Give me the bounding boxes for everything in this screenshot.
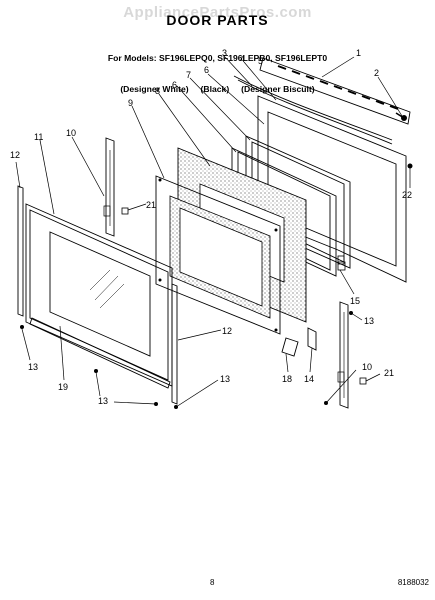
callout-5: 5 [258,56,263,66]
callout-18: 18 [282,374,292,384]
callout-2: 2 [374,68,379,78]
page-number: 8 [210,578,215,587]
bottom-trim-part [29,317,171,389]
callout-10-a: 10 [66,128,76,138]
clip-part-21-right [359,377,367,385]
hinge-bracket-part-18 [281,337,299,357]
watermark-text: AppliancePartsPros.com [123,4,312,21]
clip-part-21-left [121,207,129,215]
callout-6-b: 6 [172,80,177,90]
callout-15: 15 [350,296,360,306]
callout-13-d: 13 [364,316,374,326]
callout-7: 7 [186,70,191,80]
callout-labels: 1 2 3 4 5 6 6 7 8 9 10 10 11 12 12 13 13… [10,48,412,406]
callout-13-b: 13 [98,396,108,406]
callout-8: 8 [155,86,160,96]
side-trim-left-part [17,185,24,317]
callout-1: 1 [356,48,361,58]
callout-4: 4 [240,54,245,64]
callout-12-a: 12 [10,150,20,160]
callout-22: 22 [402,190,412,200]
callout-19: 19 [58,382,68,392]
callout-12-b: 12 [222,326,232,336]
callout-9: 9 [128,98,133,108]
page-title: DOOR PARTS [166,12,269,28]
bracket-part-15 [337,261,346,271]
screw-part-2 [395,112,407,121]
hinge-channel-left-part [103,137,115,237]
document-number: 8188032 [397,578,429,587]
callout-11: 11 [34,132,43,142]
inner-door-panel-part [155,175,281,335]
vent-trim-part [259,57,411,125]
callout-21-a: 21 [146,200,156,210]
door-strip-inner [237,79,393,145]
callout-13-c: 13 [220,374,230,384]
callout-leaders [15,56,411,408]
hinge-bracket-part-14 [307,327,317,351]
callout-21-b: 21 [384,368,394,378]
side-trim-right-part [171,283,178,405]
hinge-channel-right-part [337,301,349,409]
models-line: For Models: SF196LEPQ0, SF196LEPB0, SF19… [107,53,328,63]
callout-13-a: 13 [28,362,38,372]
callout-14: 14 [304,374,314,384]
callout-3: 3 [222,48,227,58]
door-strip-part [233,75,393,141]
callout-10-b: 10 [362,362,372,372]
screws-part-13 [20,311,353,409]
outer-door-glass-part [25,203,173,387]
callout-6-a: 6 [204,65,209,75]
